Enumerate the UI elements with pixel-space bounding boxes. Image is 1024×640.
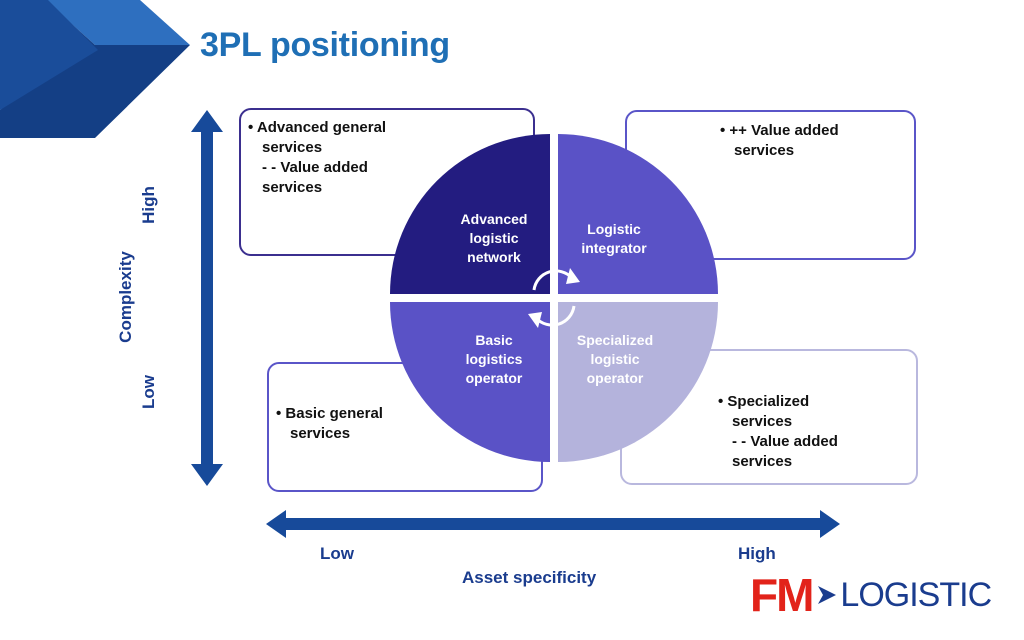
quadrant-bottom-left-line2: logistics: [465, 351, 523, 367]
box-bottom-left-line2: services: [290, 425, 351, 442]
box-top-left-line2: services: [262, 139, 323, 156]
box-bottom-right-line2: services: [732, 413, 793, 430]
quadrant-bottom-right-shape: [558, 302, 718, 462]
corner-chevron-decoration: [0, 0, 190, 138]
vertical-axis-low-label: Low: [139, 375, 158, 409]
logo-logistic-text: LOGISTIC: [840, 576, 992, 614]
box-bottom-right-text: • Specialized services - - Value added s…: [718, 392, 838, 472]
quadrant-top-right-line1: Logistic: [587, 221, 641, 237]
vertical-axis-name: Complexity: [116, 251, 135, 343]
horizontal-axis-name: Asset specificity: [462, 568, 597, 587]
horizontal-axis-low-label: Low: [320, 544, 354, 563]
chevron-light: [0, 0, 190, 45]
box-bottom-right-line1: • Specialized: [718, 393, 810, 410]
quadrant-bottom-left-shape: [390, 302, 550, 462]
box-top-right-text: • ++ Value added services: [720, 121, 839, 161]
quadrant-bottom-left-line3: operator: [465, 370, 523, 386]
box-top-left-line4: services: [262, 179, 323, 196]
quadrant-bottom-right-line1: Specialized: [576, 332, 654, 348]
box-bottom-right-line4: services: [732, 453, 793, 470]
quadrant-top-left-line1: Advanced: [460, 211, 528, 227]
vertical-axis-high-label: High: [139, 186, 158, 224]
logo-arrow-icon: [818, 586, 837, 604]
quadrant-top-left-shape: [390, 134, 550, 294]
slide-title: 3PL positioning: [200, 26, 450, 64]
box-top-right-line1: • ++ Value added: [720, 122, 839, 139]
box-top-left-line3: - - Value added: [262, 159, 368, 176]
quadrant-top-right-shape: [558, 134, 718, 294]
quadrant-top-right-label: Logistic integrator: [564, 220, 664, 258]
box-bottom-left-line1: • Basic general: [276, 405, 383, 422]
quadrant-bottom-right-label: Specialized logistic operator: [560, 331, 670, 388]
horizontal-axis-arrow: [266, 510, 840, 538]
quadrant-bottom-right-line3: operator: [586, 370, 644, 386]
quadrant-bottom-right-line2: logistic: [590, 351, 640, 367]
horizontal-axis-high-label: High: [738, 544, 776, 563]
box-bottom-right-line3: - - Value added: [732, 433, 838, 450]
box-bottom-left-text: • Basic general services: [276, 404, 383, 444]
box-top-left-text: • Advanced general services - - Value ad…: [248, 118, 386, 198]
quadrant-top-left-line2: logistic: [469, 230, 519, 246]
chevron-dark-top: [0, 0, 98, 110]
quadrant-top-right-line2: integrator: [581, 240, 647, 256]
quadrant-bottom-left-line1: Basic: [475, 332, 513, 348]
quadrant-bottom-left-label: Basic logistics operator: [444, 331, 544, 388]
quadrant-top-left-label: Advanced logistic network: [444, 210, 544, 267]
quadrant-circle: [390, 134, 718, 462]
fm-logistic-logo: FM LOGISTIC: [750, 569, 992, 621]
box-top-right-line2: services: [734, 142, 795, 159]
vertical-axis-arrow: [191, 110, 223, 486]
box-top-left-line1: • Advanced general: [248, 119, 387, 136]
logo-fm-text: FM: [750, 569, 814, 621]
quadrant-top-left-line3: network: [467, 249, 521, 265]
cycle-arrows-icon: [528, 268, 580, 328]
